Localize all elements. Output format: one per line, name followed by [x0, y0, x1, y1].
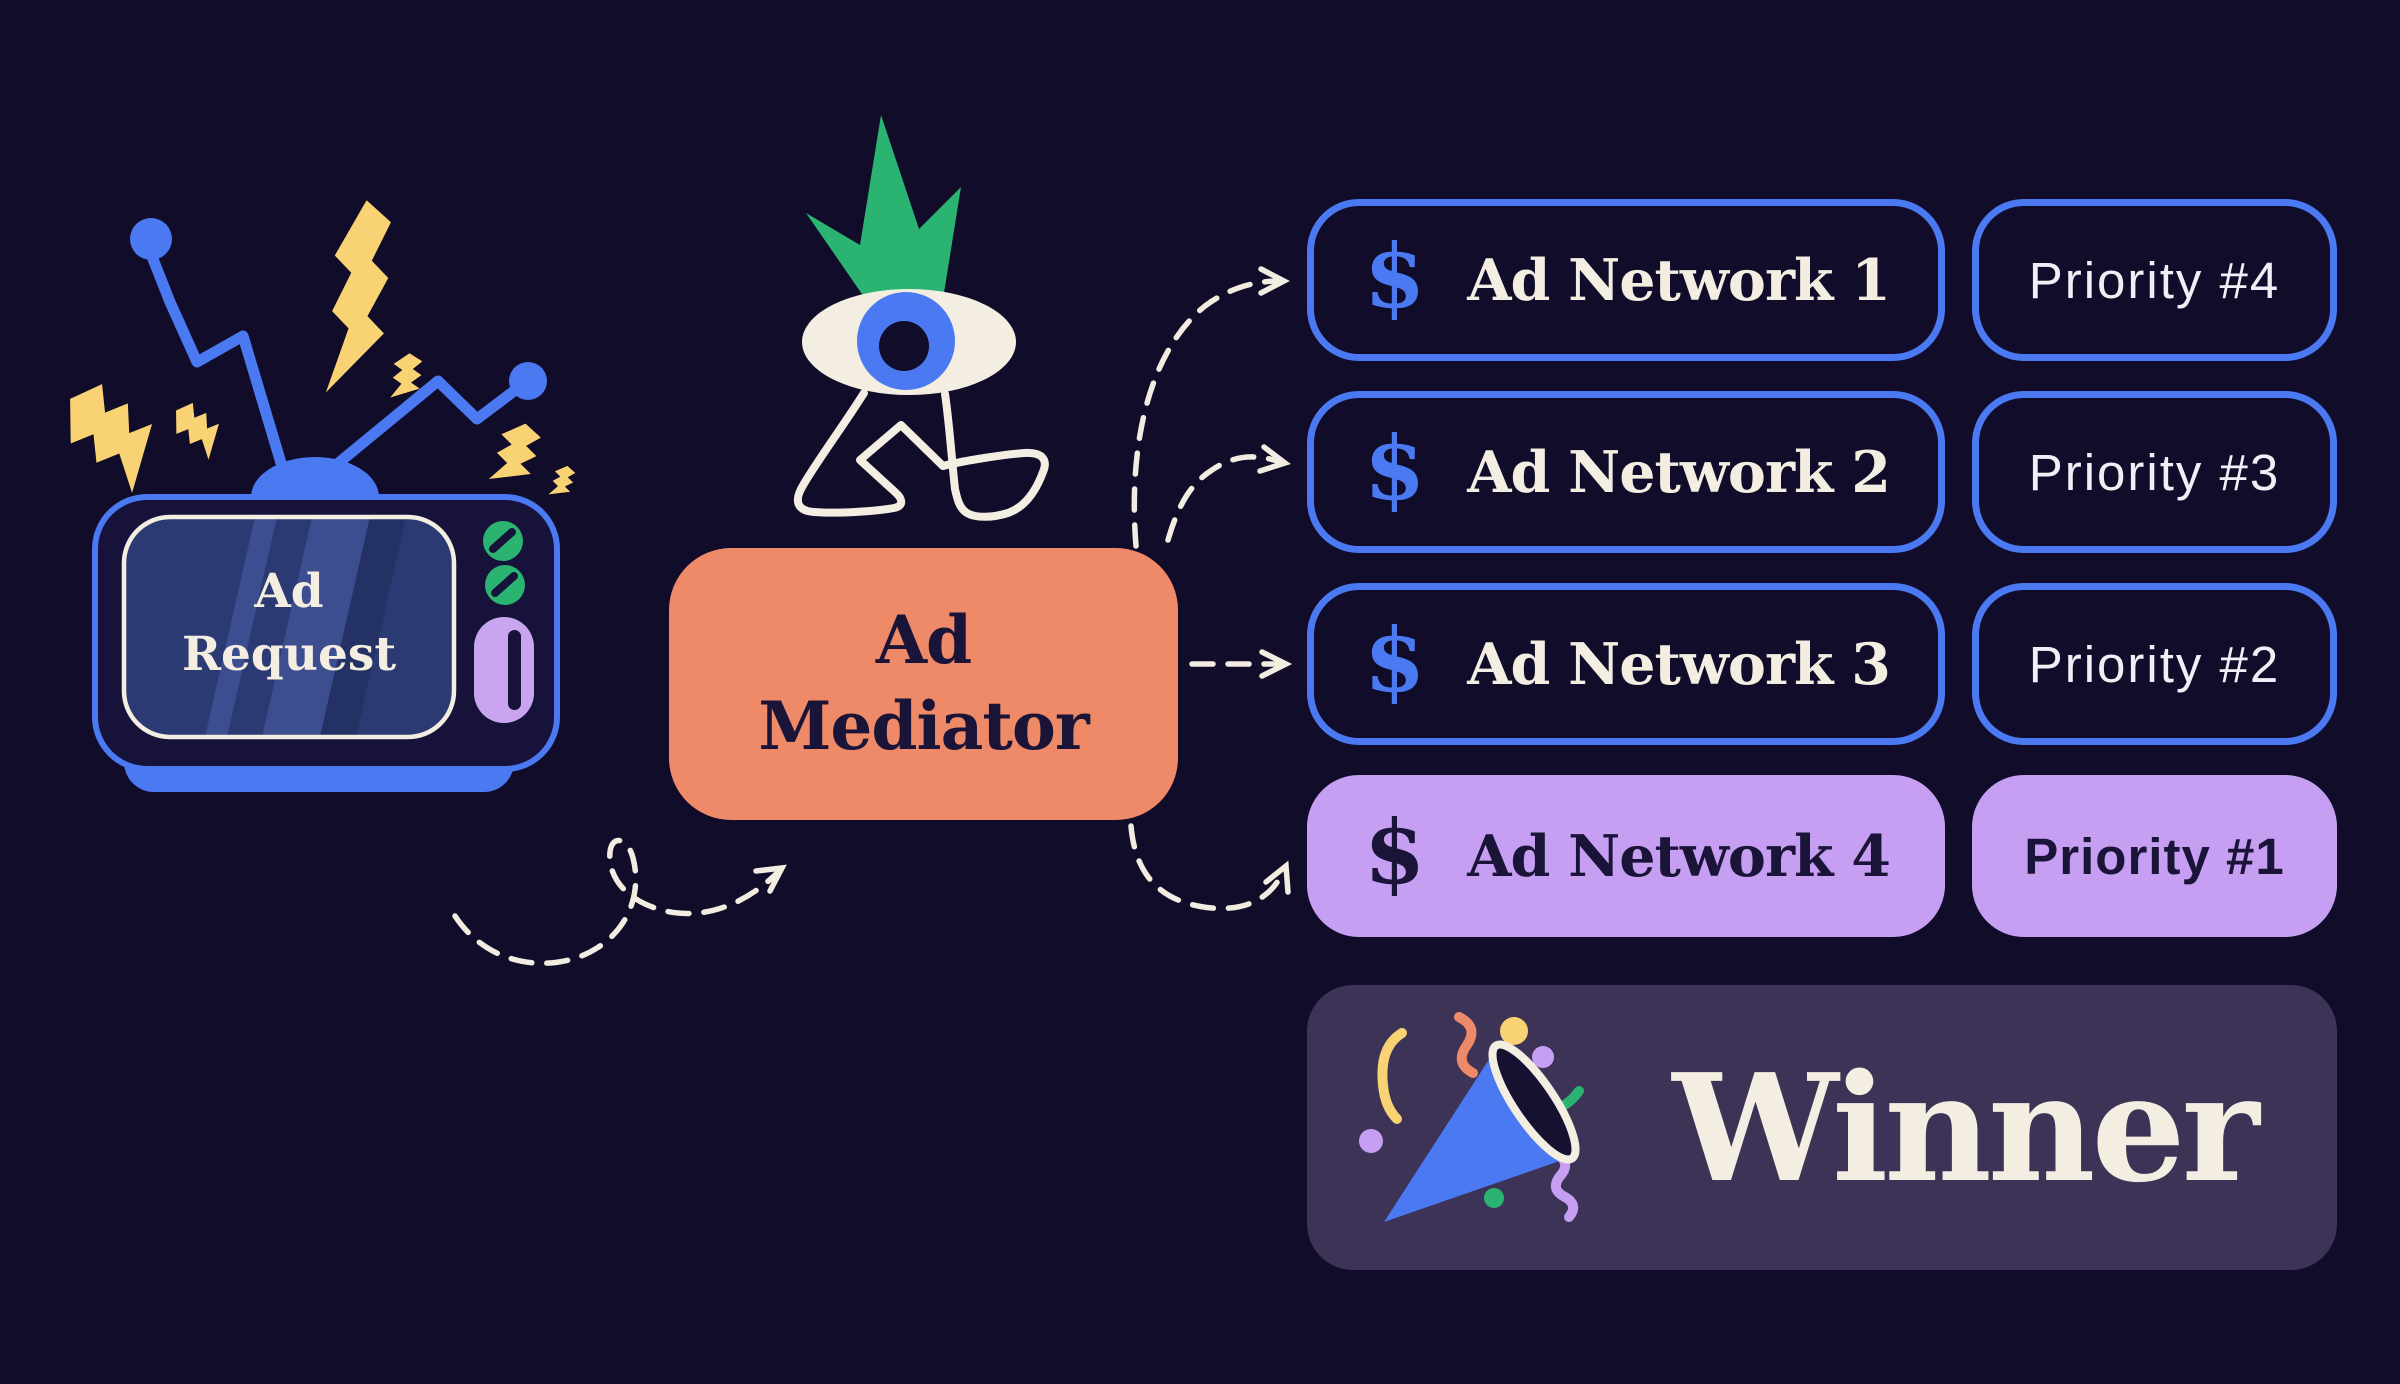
ad-request-label-line2: Request: [182, 627, 396, 682]
ad-network-4-box: $ Ad Network 4: [1307, 775, 1945, 937]
ad-network-1-box: $ Ad Network 1: [1307, 199, 1945, 361]
tv-knobs: [474, 521, 534, 723]
ad-network-2-label: Ad Network 2: [1467, 438, 1891, 506]
ad-network-1-label: Ad Network 1: [1467, 246, 1891, 314]
priority-4-badge: Priority #4: [1972, 199, 2337, 361]
lightning-bolts: [48, 196, 580, 503]
mascot-eye: [802, 289, 1016, 395]
dollar-icon: $: [1364, 416, 1426, 520]
arrow-mediator-to-network-3: [1189, 649, 1293, 679]
dollar-icon: $: [1364, 224, 1426, 328]
priority-3-badge: Priority #3: [1972, 391, 2337, 553]
dollar-icon: $: [1364, 800, 1426, 904]
winner-box: Winner: [1307, 985, 2337, 1270]
priority-2-label: Priority #2: [2028, 635, 2281, 693]
tv-base: [124, 700, 514, 792]
antenna-ball-left: [130, 218, 172, 260]
mascot-crown: [806, 115, 961, 300]
priority-1-badge: Priority #1: [1972, 775, 2337, 937]
antenna-ball-right: [509, 362, 547, 400]
arrow-mediator-to-network-1: [1131, 266, 1290, 549]
ad-request-label-line1: Ad: [253, 564, 323, 619]
tv-body: [92, 494, 560, 772]
tv-screen: [124, 517, 454, 737]
priority-2-badge: Priority #2: [1972, 583, 2337, 745]
ad-network-4-label: Ad Network 4: [1467, 822, 1891, 890]
ad-mediator-label-line1: Ad: [875, 601, 972, 680]
ad-mediator-label-line2: Mediator: [758, 687, 1089, 765]
ad-network-3-label: Ad Network 3: [1467, 630, 1891, 698]
arrow-tv-to-mediator: [452, 837, 787, 966]
tv-illustration: Ad Request: [92, 218, 560, 792]
priority-4-label: Priority #4: [2028, 251, 2281, 309]
tv-antennas: [147, 253, 524, 476]
ad-mediator-box: Ad Mediator: [669, 548, 1178, 820]
ad-network-2-box: $ Ad Network 2: [1307, 391, 1945, 553]
party-popper-icon: [1307, 985, 1627, 1270]
screen-reflections: [205, 517, 406, 737]
priority-1-label: Priority #1: [2024, 827, 2285, 885]
winner-label: Winner: [1672, 1040, 2259, 1215]
mediator-mascot: [793, 115, 1049, 521]
tv-dome: [251, 457, 379, 537]
arrow-mediator-to-network-2: [1165, 444, 1291, 543]
priority-3-label: Priority #3: [2028, 443, 2281, 501]
dollar-icon: $: [1364, 608, 1426, 712]
ad-network-3-box: $ Ad Network 3: [1307, 583, 1945, 745]
mascot-iris: [857, 292, 955, 390]
arrow-mediator-to-network-4: [1128, 823, 1291, 912]
mascot-legs: [793, 389, 1049, 521]
mascot-pupil: [879, 321, 929, 371]
